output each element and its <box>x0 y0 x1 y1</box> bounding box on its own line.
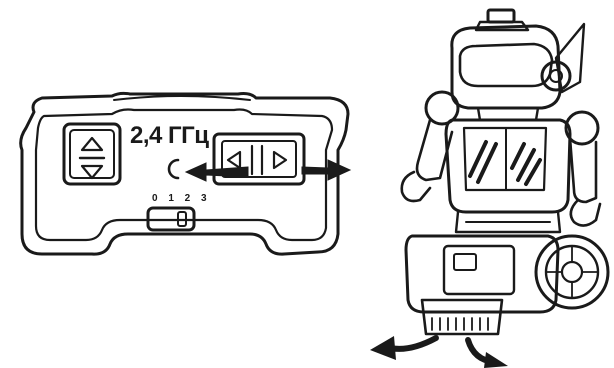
throttle-button-pod <box>64 124 120 184</box>
arrow-rotate-right-icon <box>484 352 508 368</box>
arrow-left-icon <box>228 152 240 168</box>
remote-top-ridge <box>114 96 250 100</box>
rotate-left-arc <box>390 338 436 349</box>
arrow-rotate-left-icon <box>370 336 396 360</box>
arrow-down-icon <box>82 166 102 178</box>
line-art-stroke <box>454 254 476 270</box>
robot-figure <box>402 10 608 334</box>
switch-position-labels: 0 1 2 3 <box>152 193 211 204</box>
robot-front-skid <box>422 300 502 334</box>
line-art-stroke <box>432 318 488 330</box>
robot-ear <box>542 62 570 90</box>
arrow-right-icon <box>274 152 286 168</box>
robot-crest <box>488 10 514 22</box>
line-art-stroke <box>370 336 508 368</box>
arrow-up-icon <box>82 138 102 150</box>
robot-right-hand <box>571 200 600 226</box>
power-led-icon <box>169 160 178 178</box>
robot-visor <box>460 44 552 86</box>
robot-left-hand <box>402 172 430 201</box>
robot-right-arm <box>570 138 596 202</box>
line-art-stroke <box>21 93 348 254</box>
arrow-left-pointer-icon <box>186 163 248 181</box>
robot-neck <box>478 108 538 120</box>
robot-wheel-hub <box>562 262 582 282</box>
frequency-label: 2,4 ГГц <box>130 122 209 150</box>
rotation-arrows <box>390 338 494 362</box>
